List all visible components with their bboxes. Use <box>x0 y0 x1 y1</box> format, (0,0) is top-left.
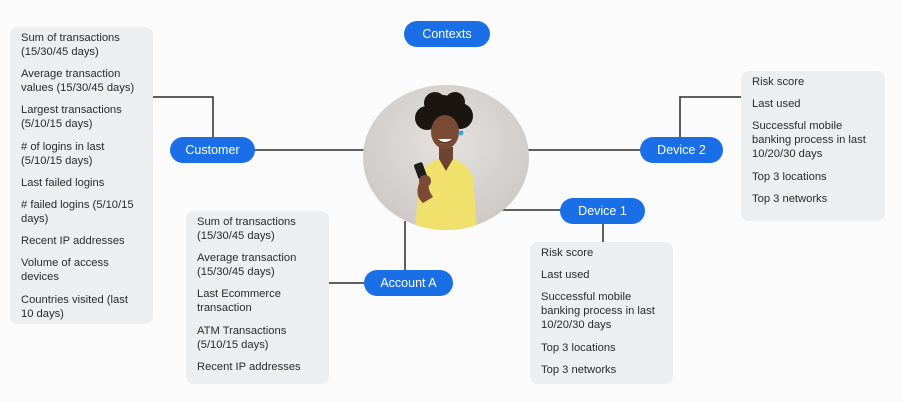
customer-photo <box>363 85 529 230</box>
customer-label: Customer <box>185 143 240 157</box>
account-a-pill[interactable]: Account A <box>364 270 453 296</box>
context-item: Last Ecommerce transaction <box>197 288 281 315</box>
context-item: Successful mobile banking process in las… <box>541 291 655 332</box>
context-item: # failed logins (5/10/15 days) <box>21 198 134 225</box>
contexts-label: Contexts <box>422 27 472 41</box>
context-item: Average transaction (15/30/45 days) <box>197 252 297 279</box>
context-item: Top 3 networks <box>752 192 828 205</box>
account-a-context-panel: Sum of transactions (15/30/45 days) Avera… <box>186 211 329 384</box>
customer-pill[interactable]: Customer <box>170 137 255 163</box>
connector-customer-box <box>153 96 214 150</box>
device-2-pill[interactable]: Device 2 <box>640 137 723 163</box>
account-a-items: Sum of transactions (15/30/45 days) Avera… <box>197 215 319 374</box>
context-item: Countries visited (last 10 days) <box>21 293 128 320</box>
context-item: Average transaction values (15/30/45 day… <box>21 68 135 95</box>
context-item: Last used <box>541 269 590 282</box>
device-1-pill[interactable]: Device 1 <box>560 198 645 224</box>
context-item: Successful mobile banking process in las… <box>752 120 866 161</box>
context-item: Largest transactions (5/10/15 days) <box>21 104 122 131</box>
device-2-label: Device 2 <box>657 143 706 157</box>
context-item: Risk score <box>541 247 594 259</box>
connector-device2-box <box>679 96 741 150</box>
context-item: ATM Transactions (5/10/15 days) <box>197 324 287 351</box>
context-item: Top 3 locations <box>541 341 616 354</box>
customer-items: Sum of transactions (15/30/45 days) Avera… <box>21 31 143 321</box>
device-1-label: Device 1 <box>578 204 627 218</box>
context-item: Sum of transactions (15/30/45 days) <box>197 216 296 242</box>
context-item: Top 3 locations <box>752 170 827 183</box>
contexts-pill[interactable]: Contexts <box>404 21 490 47</box>
context-item: Volume of access devices <box>21 257 109 284</box>
context-item: Last used <box>752 98 801 111</box>
customer-context-panel: Sum of transactions (15/30/45 days) Avera… <box>10 27 153 324</box>
context-item: Top 3 networks <box>541 363 617 376</box>
context-item: Recent IP addresses <box>197 360 301 373</box>
context-item: Sum of transactions (15/30/45 days) <box>21 32 120 58</box>
context-item: # of logins in last (5/10/15 days) <box>21 140 105 167</box>
account-a-label: Account A <box>380 276 437 290</box>
context-item: Recent IP addresses <box>21 235 125 248</box>
context-item: Last failed logins <box>21 176 105 189</box>
context-item: Risk score <box>752 76 805 88</box>
